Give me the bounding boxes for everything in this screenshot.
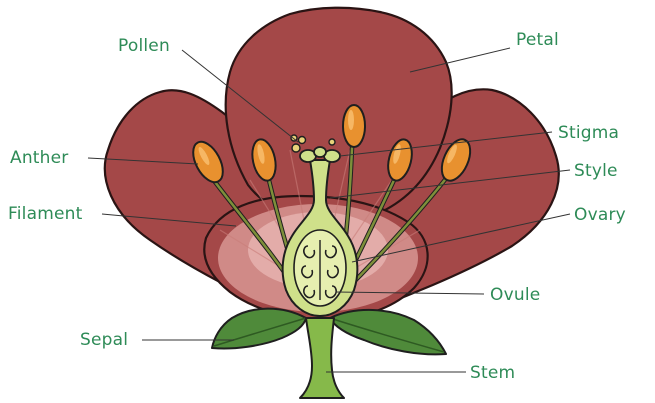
- label-stem: Stem: [470, 363, 515, 383]
- label-anther: Anther: [10, 148, 69, 168]
- label-pollen: Pollen: [118, 36, 170, 56]
- label-ovule: Ovule: [490, 285, 540, 305]
- label-filament: Filament: [8, 204, 83, 224]
- label-ovary: Ovary: [574, 205, 626, 225]
- label-petal: Petal: [516, 30, 559, 50]
- label-stigma: Stigma: [558, 123, 619, 143]
- label-style: Style: [574, 161, 618, 181]
- anther-3: [343, 105, 365, 147]
- stem: [300, 318, 344, 398]
- label-sepal: Sepal: [80, 330, 128, 350]
